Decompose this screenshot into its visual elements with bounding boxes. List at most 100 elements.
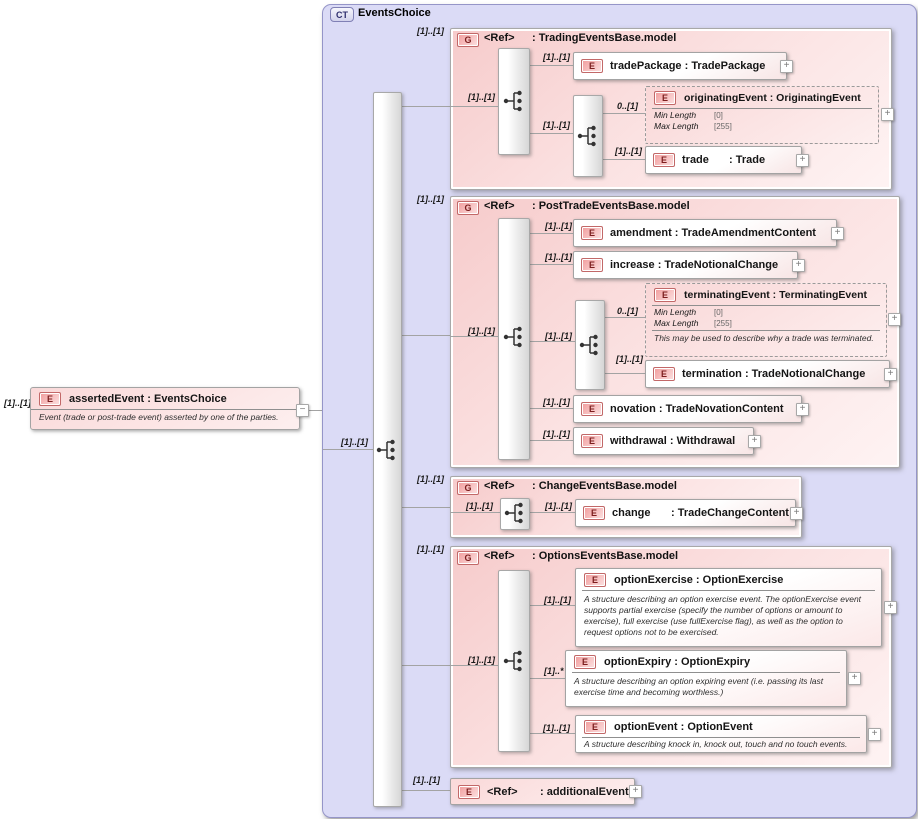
expand-button[interactable]: + [831,227,844,240]
group-type-label: : OptionsEventsBase.model [532,550,679,562]
group-cardinality: [1]..[1] [417,544,444,554]
connector-line [400,665,450,666]
element-type: : Trade [729,154,766,166]
group-badge: G [457,33,479,47]
element-badge: E [583,506,605,520]
element-badge: E [581,434,603,448]
element-cardinality: [1]..[1] [413,775,440,785]
element-annotation: This may be used to describe why a trade… [654,333,874,343]
expand-button[interactable]: + [881,108,894,121]
root-cardinality: [1]..[1] [4,398,31,408]
element-optionExercise[interactable]: E optionExercise : OptionExercise A stru… [575,568,882,647]
facet-value: [0] [714,111,723,120]
element-optionEvent[interactable]: E optionEvent : OptionEvent A structure … [575,715,867,753]
expand-button[interactable]: + [748,435,761,448]
element-novation[interactable]: E novation : TradeNovationContent [573,395,802,423]
asserted-event-title: assertedEvent : EventsChoice [69,393,227,405]
connector-line [450,512,500,513]
element-tradePackage[interactable]: E tradePackage : TradePackage [573,52,787,80]
divider [572,672,840,673]
element-annotation: A structure describing knock in, knock o… [584,739,848,749]
element-originatingEvent[interactable]: E originatingEvent : OriginatingEvent Mi… [645,86,879,144]
divider [582,590,875,591]
element-additionalEvent[interactable]: E <Ref> : additionalEvent [450,778,635,805]
element-label: terminatingEvent : TerminatingEvent [684,289,867,301]
group-ref-label: <Ref> [484,480,515,492]
element-badge: E [458,784,480,799]
divider [652,108,872,109]
element-label: withdrawal : Withdrawal [610,435,736,447]
element-cardinality: [1]..[1] [616,354,643,364]
element-label: optionExpiry : OptionExpiry [604,656,751,668]
facet-row: Max Length [255] [646,120,878,131]
element-cardinality: [1]..[1] [544,595,571,605]
element-name: trade [682,154,709,166]
expand-button[interactable]: + [848,672,861,685]
complex-type-title: EventsChoice [358,7,431,19]
element-label: amendment : TradeAmendmentContent [610,227,816,239]
element-change[interactable]: E change : TradeChangeContent [575,499,796,527]
element-type: : TradeChangeContent [671,507,789,519]
group-cardinality: [1]..[1] [417,26,444,36]
element-terminatingEvent[interactable]: E terminatingEvent : TerminatingEvent Mi… [645,283,887,357]
element-increase[interactable]: E increase : TradeNotionalChange [573,251,798,279]
expand-button[interactable]: + [780,60,793,73]
element-cardinality: [1]..[1] [543,429,570,439]
divider [652,330,880,331]
facet-value: [0] [714,308,723,317]
connector-line [528,678,565,679]
connector-line [528,233,573,234]
expand-button[interactable]: + [868,728,881,741]
element-badge: E [581,402,603,416]
element-label: tradePackage : TradePackage [610,60,766,72]
connector-line [528,65,573,66]
sequence-cardinality: [1]..[1] [545,331,572,341]
expand-button[interactable]: + [629,785,642,798]
asserted-event-node[interactable]: E assertedEvent : EventsChoice Event (tr… [30,387,300,430]
collapse-button[interactable]: − [296,404,309,417]
group-type-label: : TradingEventsBase.model [532,32,677,44]
group-type-label: : ChangeEventsBase.model [532,480,677,492]
group-badge: G [457,551,479,565]
divider [652,305,880,306]
element-header: E originatingEvent : OriginatingEvent [646,87,878,108]
element-label: termination : TradeNotionalChange [682,368,866,380]
expand-button[interactable]: + [796,154,809,167]
expand-button[interactable]: + [790,507,803,520]
element-cardinality: 0..[1] [617,306,639,316]
connector-line [400,106,450,107]
facet-row: Min Length [0] [646,109,878,120]
element-amendment[interactable]: E amendment : TradeAmendmentContent [573,219,837,247]
connector-line [528,605,575,606]
element-optionExpiry[interactable]: E optionExpiry : OptionExpiry A structur… [565,650,847,707]
expand-button[interactable]: + [884,368,897,381]
element-badge: E [654,91,676,105]
sequence-compositor-icon [577,125,596,147]
sequence-compositor-icon [579,334,598,356]
element-withdrawal[interactable]: E withdrawal : Withdrawal [573,427,754,455]
element-badge: E [39,392,61,406]
element-badge: E [654,288,676,302]
element-header: E optionEvent : OptionEvent [576,716,866,737]
element-cardinality: [1]..[1] [543,723,570,733]
expand-button[interactable]: + [884,601,897,614]
element-badge: E [584,573,606,587]
group-type-label: : PostTradeEventsBase.model [532,200,690,212]
connector-line [400,790,450,791]
group-cardinality: [1]..[1] [417,474,444,484]
expand-button[interactable]: + [888,313,901,326]
element-termination[interactable]: E termination : TradeNotionalChange [645,360,890,388]
expand-button[interactable]: + [792,259,805,272]
sequence-cardinality: [1]..[1] [468,92,495,102]
element-header: E optionExercise : OptionExercise [576,569,881,590]
sequence-cardinality: [1]..[1] [466,501,493,511]
connector-line [450,336,498,337]
element-trade[interactable]: E trade : Trade [645,146,802,174]
element-badge: E [581,258,603,272]
element-badge: E [653,153,675,167]
group-badge: G [457,481,479,495]
expand-button[interactable]: + [796,403,809,416]
facet-value: [255] [714,319,732,328]
sequence-compositor-icon [503,650,522,672]
